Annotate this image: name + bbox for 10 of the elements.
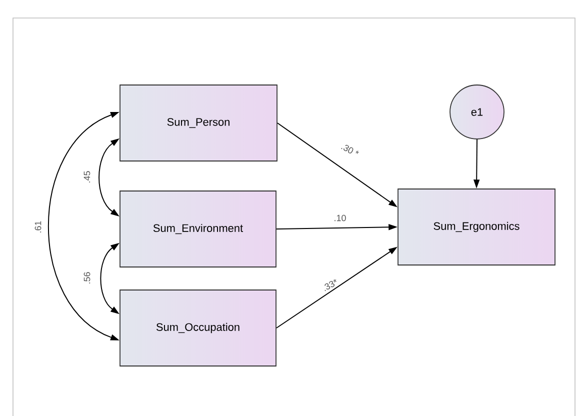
- edge-label: .30 *: [341, 144, 359, 154]
- variable-box: Sum_Environment: [120, 190, 276, 268]
- edge-label: .61: [34, 221, 42, 232]
- variable-box: Sum_Person: [120, 84, 278, 162]
- variable-box: Sum_Occupation: [120, 290, 276, 366]
- edge-label: .56: [84, 272, 90, 284]
- edge-label: .10: [334, 214, 346, 222]
- variable-box: Sum_Ergonomics: [398, 188, 556, 266]
- edge-label: .33*: [324, 279, 336, 292]
- edge-label: .45: [84, 171, 90, 182]
